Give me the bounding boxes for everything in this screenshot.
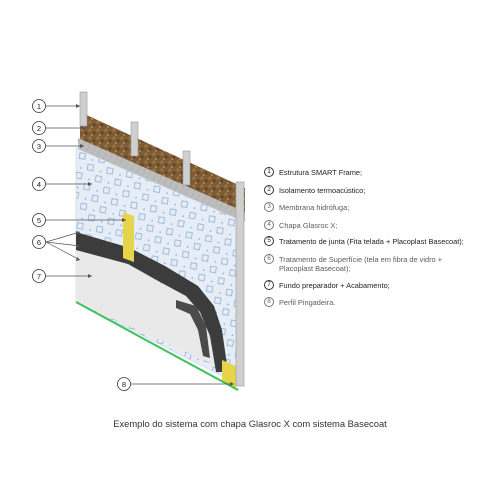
legend-label: Membrana hidrófuga; xyxy=(279,203,350,212)
insulation-layer xyxy=(80,112,245,215)
steel-stud xyxy=(182,150,191,186)
callout-circle-1 xyxy=(32,99,46,113)
callout-number-7: 7 xyxy=(37,272,41,281)
callout-number-5: 5 xyxy=(37,216,41,225)
legend-number: 7 xyxy=(264,280,274,290)
finish-layer xyxy=(76,248,215,365)
legend-item-5: 5 Tratamento de junta (Fita telada + Pla… xyxy=(264,236,496,246)
callout-arrowheads xyxy=(76,104,234,386)
legend-item-4: 4 Chapa Glasroc X; xyxy=(264,220,496,230)
figure-caption: Exemplo do sistema com chapa Glasroc X c… xyxy=(113,418,387,429)
joint-tape-lower xyxy=(222,360,236,388)
legend-label: Fundo preparador + Acabamento; xyxy=(279,281,390,290)
legend-number: 5 xyxy=(264,236,274,246)
callout-number-8: 8 xyxy=(122,380,126,389)
steel-stud xyxy=(79,91,88,127)
callout-leaders xyxy=(45,105,234,385)
surface-treatment-band-lower xyxy=(176,300,210,358)
legend-item-3: 3 Membrana hidrófuga; xyxy=(264,202,496,212)
callout-circle-7 xyxy=(32,269,46,283)
legend-label: Tratamento de junta (Fita telada + Placo… xyxy=(279,237,464,246)
callout-circle-5 xyxy=(32,213,46,227)
callout-number-1: 1 xyxy=(37,102,41,111)
legend-number: 8 xyxy=(264,297,274,307)
callout-circle-3 xyxy=(32,139,46,153)
membrane-layer xyxy=(78,138,245,222)
callout-circle-4 xyxy=(32,177,46,191)
legend-number: 4 xyxy=(264,220,274,230)
steel-stud xyxy=(130,121,139,157)
legend-label: Isolamento termoacústico; xyxy=(279,186,366,195)
legend-number: 3 xyxy=(264,202,274,212)
legend-item-1: 1 Estrutura SMART Frame; xyxy=(264,167,496,177)
legend-number: 6 xyxy=(264,254,274,264)
callout-number-6: 6 xyxy=(37,238,41,247)
joint-tape xyxy=(123,212,134,262)
drip-profile xyxy=(75,301,239,391)
callout-number-2: 2 xyxy=(37,124,41,133)
steel-stud xyxy=(235,181,245,387)
callout-number-4: 4 xyxy=(37,180,41,189)
legend-number: 2 xyxy=(264,185,274,195)
legend-item-7: 7 Fundo preparador + Acabamento; xyxy=(264,280,496,290)
legend-item-2: 2 Isolamento termoacústico; xyxy=(264,185,496,195)
legend-label: Chapa Glasroc X; xyxy=(279,221,338,230)
callout-circle-2 xyxy=(32,121,46,135)
legend-label: Perfil Pingadeira. xyxy=(279,298,336,307)
legend-label: Estrutura SMART Frame; xyxy=(279,168,363,177)
legend-number: 1 xyxy=(264,167,274,177)
callout-number-3: 3 xyxy=(37,142,41,151)
callout-circle-8 xyxy=(117,377,131,391)
surface-treatment-band xyxy=(76,232,228,372)
legend-item-6: 6 Tratamento de Superfície (tela em fibr… xyxy=(264,254,496,273)
callout-circle-6 xyxy=(32,235,46,249)
legend-label: Tratamento de Superfície (tela em fibra … xyxy=(279,255,443,273)
callout-markers: 1 2 3 4 5 6 7 8 xyxy=(32,99,131,391)
legend-item-8: 8 Perfil Pingadeira. xyxy=(264,297,496,307)
